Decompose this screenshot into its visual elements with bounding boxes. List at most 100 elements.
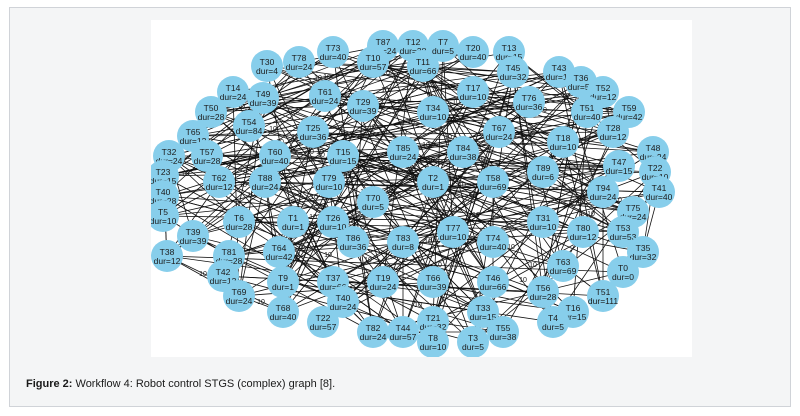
graph-edge [282, 201, 374, 283]
node-id-label: T40 [336, 293, 351, 303]
node-duration-label: dur=36 [340, 242, 367, 252]
node-duration-label: dur=24 [312, 96, 339, 106]
edge-weight-label: 10 [362, 167, 370, 174]
node-duration-label: dur=12 [180, 136, 207, 146]
node-id-label: T48 [646, 143, 661, 153]
node-circle [191, 140, 223, 172]
node-id-label: T3 [468, 333, 478, 343]
node-id-label: T57 [200, 147, 215, 157]
node-circle [483, 116, 515, 148]
node-circle [203, 166, 235, 198]
edge-weight-label: 10 [567, 187, 575, 194]
node-duration-label: dur=24 [590, 192, 617, 202]
node-duration-label: dur=1 [272, 282, 294, 292]
node-id-label: T16 [566, 303, 581, 313]
edge-weight-label: 10 [427, 157, 435, 164]
graph-edge [266, 65, 630, 113]
node-duration-label: dur=39 [420, 282, 447, 292]
node-id-label: T64 [272, 243, 287, 253]
node-id-label: T89 [536, 163, 551, 173]
node-duration-label: dur=10 [546, 72, 573, 82]
edge-weight-label: 10 [237, 104, 245, 111]
edge-weight-label: 10 [427, 237, 435, 244]
node-circle [267, 296, 299, 328]
edge-weight-label: 10 [477, 156, 485, 163]
edge-weight-label: 10 [587, 211, 595, 218]
edge-weight-label: 10 [452, 99, 460, 106]
node-circle [217, 76, 249, 108]
edge-weight-label: 10 [199, 271, 207, 278]
node-id-label: T76 [522, 93, 537, 103]
graph-edge [362, 105, 544, 173]
graph-edge [502, 111, 630, 333]
node-id-label: T74 [486, 233, 501, 243]
node-circle [587, 280, 619, 312]
edge-weight-label: 10 [387, 166, 395, 173]
node-id-label: T51 [596, 287, 611, 297]
node-duration-label: dur=1 [422, 182, 444, 192]
node-id-label: T39 [186, 227, 201, 237]
edge-weight-label: 10 [309, 169, 317, 176]
node-circle [313, 166, 345, 198]
node-circle [527, 156, 559, 188]
node-circle [347, 90, 379, 122]
node-duration-label: dur=40 [574, 112, 601, 122]
edge-weight-label: 10 [604, 107, 612, 114]
graph-edge [442, 45, 454, 233]
node-id-label: T8 [428, 333, 438, 343]
node-circle [251, 50, 283, 82]
edge-weight-label: 10 [444, 134, 452, 141]
node-duration-label: dur=4 [256, 66, 278, 76]
edge-weight-label: 10 [181, 171, 189, 178]
edge-weight-label: 10 [291, 134, 299, 141]
node-duration-label: dur=42 [266, 252, 293, 262]
node-id-label: T58 [486, 173, 501, 183]
edge-weight-label: 10 [323, 74, 331, 81]
node-duration-label: dur=36 [300, 132, 327, 142]
node-circle [547, 250, 579, 282]
node-duration-label: dur=24 [330, 302, 357, 312]
node-id-label: T26 [326, 213, 341, 223]
node-circle [267, 266, 299, 298]
edge-weight-label: 10 [317, 152, 325, 159]
edge-weight-label: 10 [427, 142, 435, 149]
node-duration-label: dur=24 [620, 212, 647, 222]
node-duration-label: dur=39 [350, 106, 377, 116]
node-id-label: T47 [612, 157, 627, 167]
node-id-label: T69 [232, 287, 247, 297]
edge-weight-label: 10 [424, 239, 432, 246]
graph-edge [166, 65, 424, 257]
node-id-label: T40 [156, 187, 171, 197]
node-id-label: T14 [226, 83, 241, 93]
node-duration-label: dur=15 [470, 312, 497, 322]
node-circle [437, 216, 469, 248]
node-duration-label: dur=40 [270, 312, 297, 322]
edge-weight-label: 10 [247, 192, 255, 199]
node-circle [417, 326, 449, 357]
node-circle [151, 240, 183, 272]
node-circle [607, 216, 639, 248]
node-duration-label: dur=84 [236, 126, 263, 136]
node-duration-label: dur=32 [500, 72, 527, 82]
graph-edge [298, 61, 582, 83]
edge-weight-label: 10 [385, 187, 393, 194]
